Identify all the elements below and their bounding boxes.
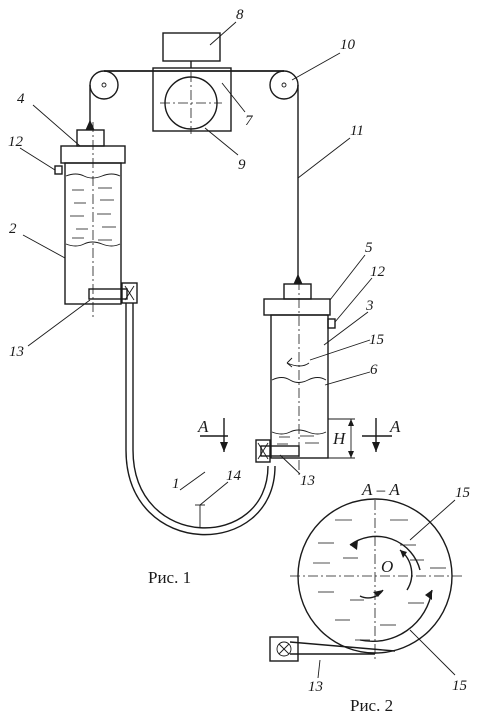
- callout-10: 10: [340, 37, 356, 53]
- left-liquid-hatching: [70, 187, 116, 241]
- figure1-caption: Рис. 1: [148, 568, 191, 587]
- callout-3: 3: [365, 298, 374, 314]
- right-side-stub: [327, 318, 336, 329]
- cross-section-hatching: [313, 519, 446, 641]
- center-label: О: [381, 557, 393, 576]
- drive-housing: [152, 67, 232, 132]
- tangential-outlet-fitting: [269, 636, 299, 662]
- motor-housing: [162, 32, 221, 62]
- callout-5: 5: [365, 240, 373, 256]
- right-pulley: [269, 70, 299, 100]
- callout-9: 9: [238, 157, 246, 173]
- connecting-tube-outer: [125, 303, 276, 536]
- figure2-caption: Рис. 2: [350, 696, 393, 715]
- section-mark-left: А: [197, 417, 209, 436]
- callout-13-left: 13: [9, 344, 24, 360]
- left-pulley: [89, 70, 119, 100]
- callout-12-right: 12: [370, 264, 386, 280]
- fig2-callout-15-bottom: 15: [452, 678, 468, 694]
- callout-11: 11: [350, 123, 364, 139]
- leader-lines: [19, 21, 373, 506]
- callout-6: 6: [370, 362, 378, 378]
- section-title: А – А: [361, 480, 400, 499]
- callout-15: 15: [369, 332, 385, 348]
- callout-8: 8: [236, 7, 244, 23]
- callout-4: 4: [17, 91, 25, 107]
- swirl-arrows: [349, 535, 433, 643]
- callout-2: 2: [9, 221, 17, 237]
- level-label: H: [332, 429, 347, 448]
- right-vessel-cap: [263, 298, 331, 316]
- fig2-leader-lines: [317, 499, 456, 679]
- right-outlet-fitting: [260, 445, 300, 457]
- callout-1: 1: [172, 476, 180, 492]
- right-vessel: [270, 314, 329, 459]
- right-cap-knob: [283, 283, 312, 300]
- fig2-callout-13: 13: [308, 679, 323, 695]
- callout-14: 14: [226, 468, 242, 484]
- callout-12-left: 12: [8, 134, 24, 150]
- callout-7: 7: [245, 113, 254, 129]
- left-cap-knob: [76, 129, 105, 147]
- connecting-tube-inner: [132, 303, 269, 529]
- section-mark-right: А: [389, 417, 401, 436]
- callout-13-right: 13: [300, 473, 315, 489]
- left-side-stub: [54, 165, 63, 175]
- swirl-arrow-icon: [286, 357, 310, 368]
- fig2-callout-15-top: 15: [455, 485, 471, 501]
- right-liquid-hatching: [277, 435, 319, 445]
- left-outlet-fitting: [88, 288, 128, 300]
